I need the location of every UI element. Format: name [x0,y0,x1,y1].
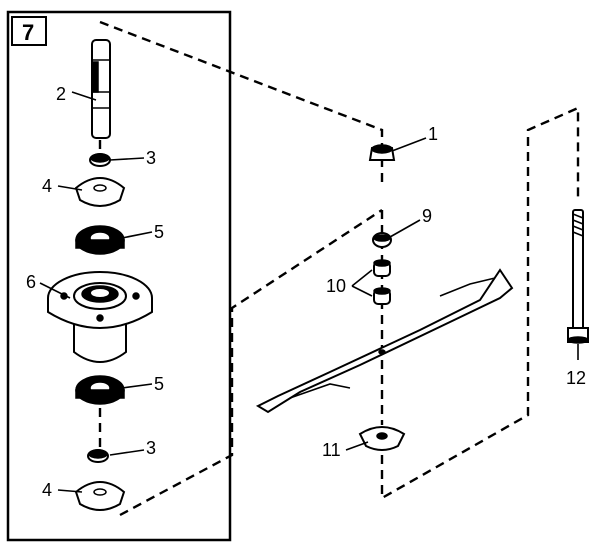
blade-part [255,268,514,414]
adapter-top-part [74,177,126,207]
washer-bottom-part [87,449,109,463]
callout-bearing-bottom: 5 [154,374,164,394]
blade-bolt-part [567,209,589,344]
assembly-7-label-box [11,16,47,46]
dash-line-spindle-to-nut [99,20,384,185]
assembly-7-frame [6,10,232,542]
dash-line-bolt-to-stiffener [380,106,580,501]
lock-washer-part [372,232,392,248]
assembly-7-group: 7 [6,10,232,542]
assembly-7-label: 7 [22,20,34,45]
leader-lines [39,91,579,493]
callout-housing: 6 [26,272,36,292]
callout-labels: 2 3 4 5 6 5 3 4 1 9 10 11 12 [26,84,586,500]
housing-part [47,271,153,363]
callout-blade-bolt: 12 [566,368,586,388]
stiffener-part [358,426,406,451]
nut-part [368,144,396,161]
callout-adapter-bottom: 4 [42,480,52,500]
callout-nut: 1 [428,124,438,144]
washer-top-part [89,153,111,167]
callout-bushing: 10 [326,276,346,296]
callout-bearing-top: 5 [154,222,164,242]
callout-washer-top: 3 [146,148,156,168]
callout-stiffener: 11 [322,440,341,460]
callout-spindle: 2 [56,84,66,104]
callout-lock-washer: 9 [422,206,432,226]
bearing-bottom-part [75,375,125,405]
dash-line-adapter-to-washer [119,208,383,517]
bushing-part [373,259,391,305]
spindle-part [91,39,111,139]
callout-washer-bottom: 3 [146,438,156,458]
adapter-bottom-part [74,481,126,511]
callout-adapter-top: 4 [42,176,52,196]
bearing-top-part [75,225,125,255]
